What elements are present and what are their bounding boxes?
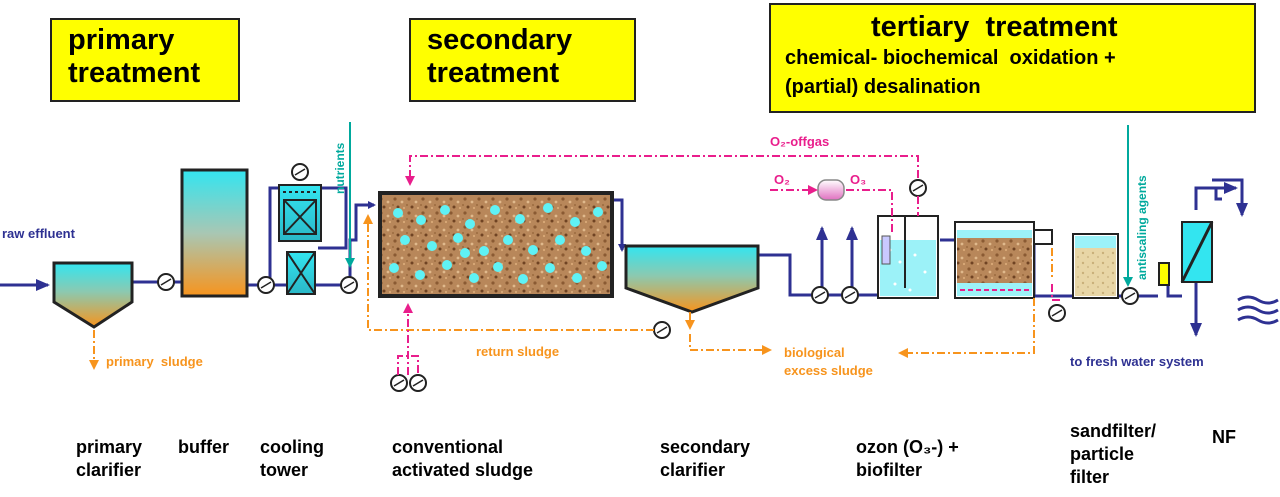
sludge-flow-lines — [89, 214, 1053, 370]
secondary-clarifier — [624, 244, 760, 314]
biofilter — [954, 221, 1035, 299]
biological-excess-label-2: excess sludge — [784, 363, 873, 378]
buffer-tank — [180, 168, 249, 298]
biological-excess-label-1: biological — [784, 345, 845, 360]
primary-treatment-title-2: treatment — [68, 57, 201, 89]
unit-label-secondary-clarifier: secondary clarifier — [660, 437, 751, 480]
cooling-tower — [278, 184, 322, 295]
unit-label-nf: NF — [1212, 427, 1236, 447]
o3-label: O₃ — [850, 172, 866, 187]
primary-treatment-title-1: primary — [68, 24, 175, 56]
tertiary-treatment-box: tertiary treatment chemical- biochemical… — [769, 3, 1256, 113]
primary-sludge-label: primary sludge — [106, 354, 203, 369]
nf-membrane — [1180, 221, 1214, 283]
unit-label-sandfilter: sandfilter/ particle filter — [1070, 421, 1157, 487]
unit-label-activated-sludge: conventional activated sludge — [392, 437, 534, 480]
unit-label-buffer: buffer — [178, 437, 229, 457]
primary-clarifier — [52, 261, 134, 329]
primary-treatment-box: primary treatment — [50, 18, 240, 102]
o2-label: O₂ — [774, 172, 790, 187]
secondary-treatment-title-2: treatment — [427, 57, 560, 89]
unit-label-cooling-tower: cooling tower — [260, 437, 324, 480]
o2-offgas-label: O₂-offgas — [770, 134, 829, 149]
sandfilter — [1072, 233, 1119, 299]
ozone-contactor — [877, 215, 939, 299]
activated-sludge-basin — [378, 191, 614, 298]
fresh-water-label: to fresh water system — [1070, 354, 1204, 369]
gas-flow-lines — [397, 155, 1060, 375]
nutrients-label: nutrients — [333, 142, 347, 194]
secondary-treatment-title-1: secondary — [427, 24, 573, 56]
process-flow-line — [0, 178, 1279, 337]
cartridge-filter — [1158, 262, 1170, 286]
raw-effluent-label: raw effluent — [2, 226, 76, 241]
ozone-generator — [817, 179, 845, 201]
tertiary-treatment-subtitle-2: (partial) desalination — [785, 76, 981, 98]
secondary-treatment-box: secondary treatment — [409, 18, 636, 102]
antiscaling-agents-label: antiscaling agents — [1135, 175, 1149, 280]
return-sludge-label: return sludge — [476, 344, 559, 359]
dosing-lines — [345, 122, 1133, 287]
overflow-box — [1033, 229, 1053, 245]
tertiary-treatment-subtitle-1: chemical- biochemical oxidation + — [785, 47, 1116, 69]
unit-label-primary-clarifier: primary clarifier — [76, 437, 143, 480]
unit-label-ozon-biofilter: ozon (O₃-) + biofilter — [856, 437, 959, 480]
tertiary-treatment-title: tertiary treatment — [871, 11, 1118, 43]
